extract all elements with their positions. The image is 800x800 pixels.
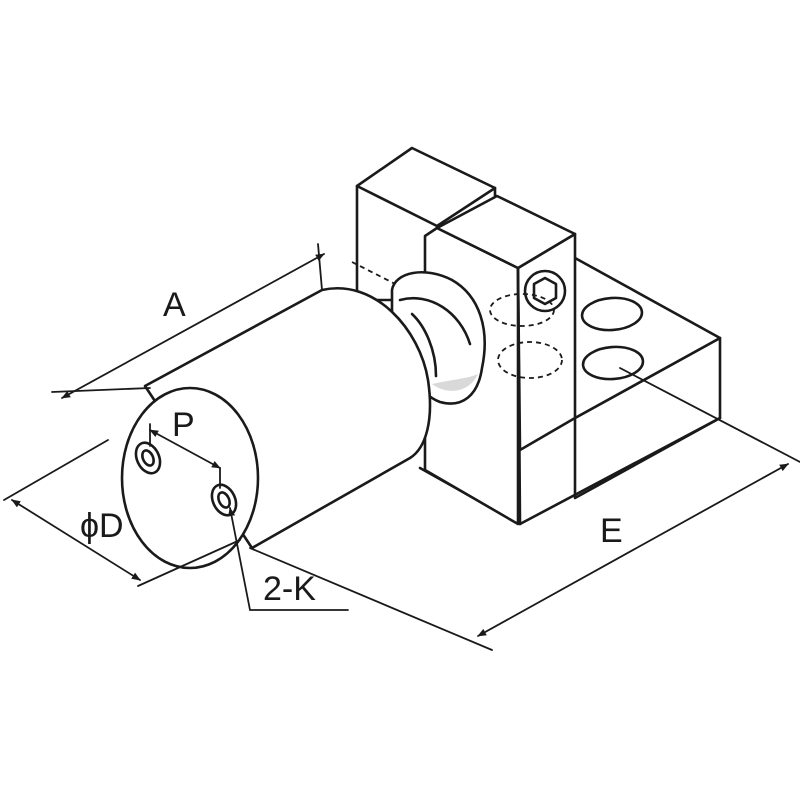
dim-a-line [61,253,325,399]
hidden-hole-upper [489,293,555,327]
tapped-hole-2-inner [217,491,231,509]
dim-e-extension-left [249,547,493,651]
dim-k-leader [228,507,349,611]
dim-a-label: A [163,286,186,324]
dim-p-line [149,429,221,469]
dim-d-extension-bottom [137,539,241,587]
front-block-side-face [516,232,577,452]
dim-e-extension-right [619,367,800,463]
dimension-a: A [51,243,325,399]
dim-d-extension-top [3,439,109,501]
front-block-top-face [435,194,577,270]
collar-shadow [432,374,478,391]
leader-holes: 2-K [228,507,349,611]
hex-socket-icon [532,276,558,306]
mounting-hole-front [581,345,645,381]
dim-k-label: 2-K [263,570,316,608]
dim-e-line [477,463,789,637]
collar-chamfer [410,312,438,378]
collar-flat-edge [398,297,472,346]
cylinder-body [120,287,432,570]
dimension-e: E [249,367,800,651]
dim-d-label: ϕD [80,507,124,545]
dimension-diameter: ϕD [3,439,241,587]
dim-p-label: P [172,406,195,444]
socket-screw-head [523,269,567,313]
dim-a-extension-left [51,387,151,393]
mounting-hole-rear [580,296,644,332]
dim-e-label: E [600,512,623,550]
dimension-pitch: P [149,406,221,489]
hidden-hole-lower [497,341,563,379]
dim-d-line [11,499,141,581]
dim-a-extension-right [317,243,323,291]
